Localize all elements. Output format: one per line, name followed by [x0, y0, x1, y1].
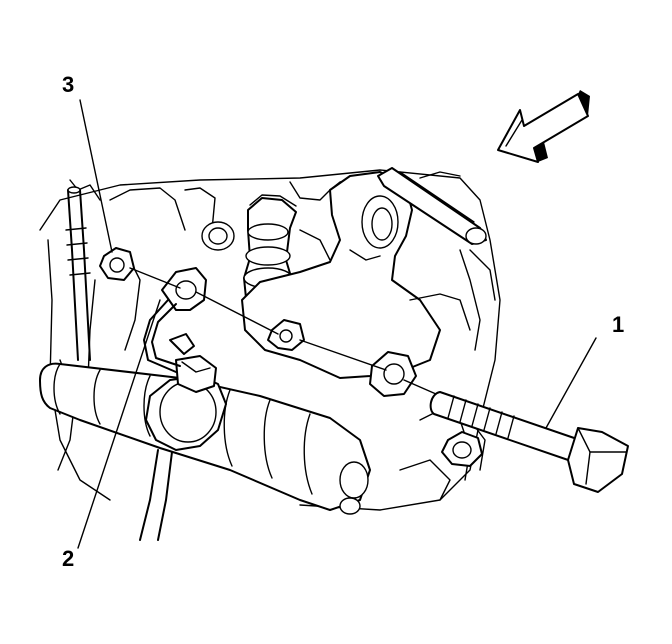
leader-lines: [77, 99, 597, 549]
bracket-nut: [267, 319, 305, 351]
assembly-lines: [129, 267, 437, 395]
callout-1: 1: [612, 312, 625, 337]
bolt: [429, 391, 629, 493]
nut: [99, 247, 135, 281]
vertical-tube: [65, 186, 91, 361]
hose-clamp: [145, 355, 227, 451]
rear-bracket: [419, 249, 483, 481]
mount-bushing: [369, 351, 417, 397]
small-bolt: [201, 221, 235, 251]
direction-arrow-icon: [497, 90, 590, 163]
lower-pipe: [139, 449, 173, 541]
callout-3: 3: [62, 72, 75, 97]
callout-2: 2: [62, 546, 75, 571]
upper-strut: [377, 167, 487, 245]
